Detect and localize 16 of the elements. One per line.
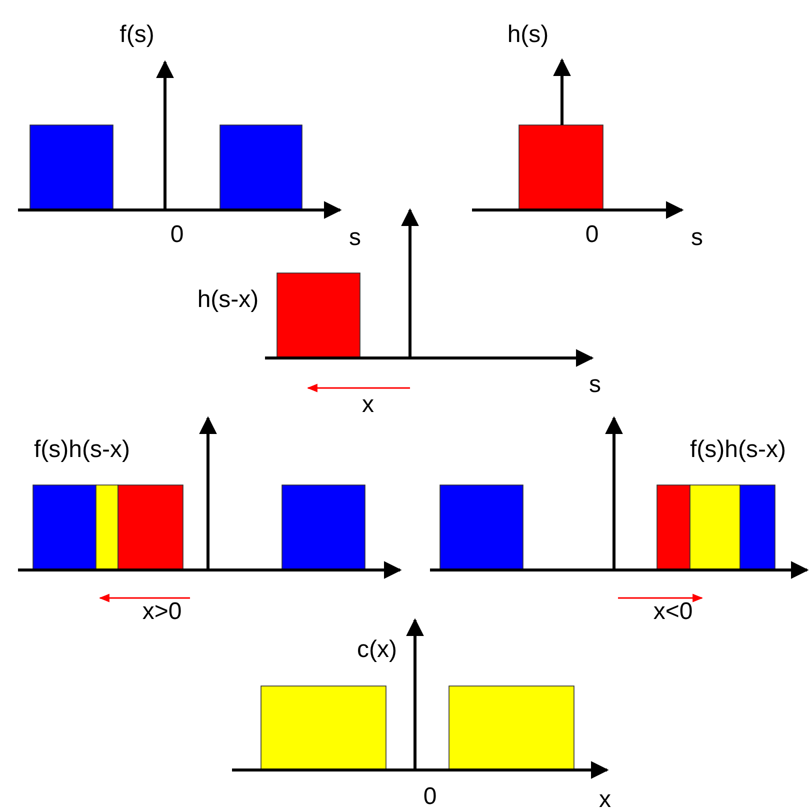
axis-label: x: [362, 393, 374, 417]
axis-label: s: [691, 226, 703, 250]
axis-label: x<0: [653, 600, 693, 624]
axis-label: 0: [585, 223, 599, 247]
axis-label: f(s)h(s-x): [690, 438, 786, 462]
axis-label: 0: [423, 785, 437, 809]
axis-label: h(s): [507, 23, 549, 47]
axis-label: h(s-x): [197, 288, 259, 312]
axis-label: 0: [170, 223, 184, 247]
axis-label: x>0: [142, 600, 182, 624]
axis-label: f(s): [120, 23, 154, 47]
axis-label: x: [599, 788, 611, 812]
axis-label: f(s)h(s-x): [34, 438, 130, 462]
axis-label: s: [349, 226, 361, 250]
axis-label: c(x): [357, 638, 397, 662]
axis-label: s: [589, 373, 601, 397]
